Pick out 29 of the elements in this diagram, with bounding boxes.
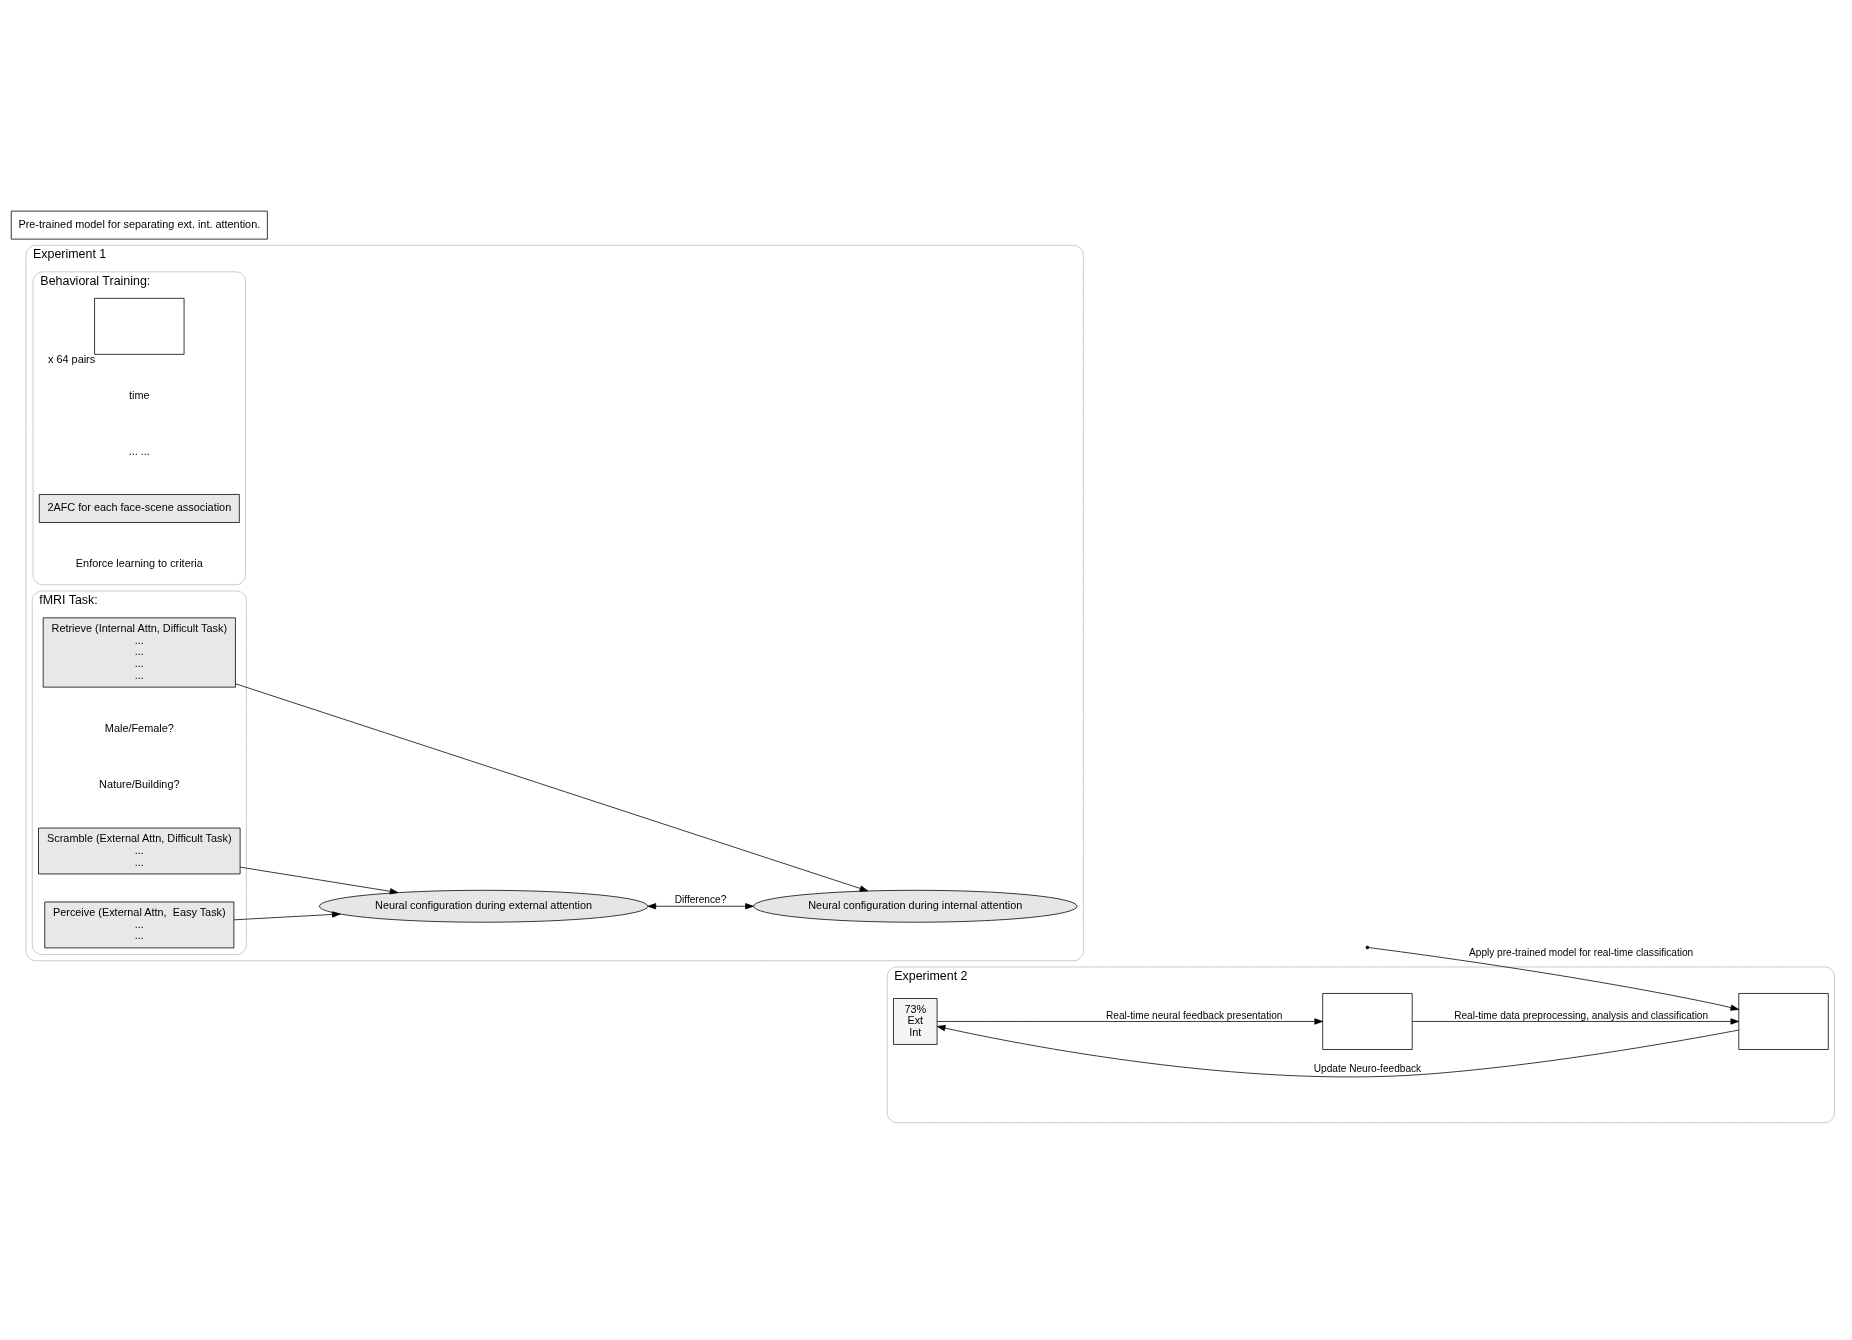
node-box: Pre-trained model for separating ext. int. attention.: [10, 210, 268, 240]
arrow: [235, 683, 869, 892]
label: Male/Female?: [104, 722, 174, 735]
node-box: [94, 297, 185, 355]
label: Nature/Building?: [99, 778, 180, 791]
label: time: [129, 389, 150, 402]
edge-label: Apply pre-trained model for real-time classification: [1469, 947, 1694, 959]
node-box: [1322, 993, 1413, 1050]
node-box: 2AFC for each face-scene association: [38, 494, 240, 523]
edge-label: Difference?: [674, 894, 727, 906]
arrow: [1368, 947, 1740, 1011]
node-label: x 64 pairs: [48, 353, 96, 366]
arrow: [936, 1025, 1740, 1078]
arrow: [1412, 1018, 1740, 1025]
node-box: [1738, 993, 1829, 1050]
node-ellipse: Neural configuration during internal attention: [753, 889, 1078, 923]
label: ... ...: [128, 445, 150, 458]
edge-label: Real-time neural feedback presentation: [1106, 1009, 1283, 1021]
arrow: [239, 866, 399, 895]
arrow: [233, 911, 341, 921]
label: Enforce learning to criteria: [75, 557, 203, 570]
arrow: [936, 1018, 1323, 1025]
node-box: 73% Ext Int: [893, 998, 938, 1045]
edge-label: Real-time data preprocessing, analysis and classification: [1454, 1009, 1709, 1021]
node-box: Perceive (External Attn, Easy Task) ... ...: [44, 901, 235, 949]
node-box: Scramble (External Attn, Difficult Task) ... ...: [38, 827, 241, 875]
arrow: [647, 903, 754, 910]
node-box: Retrieve (Internal Attn, Difficult Task) ... ... ... ...: [42, 617, 236, 688]
edge-label: Update Neuro-feedback: [1313, 1062, 1422, 1074]
